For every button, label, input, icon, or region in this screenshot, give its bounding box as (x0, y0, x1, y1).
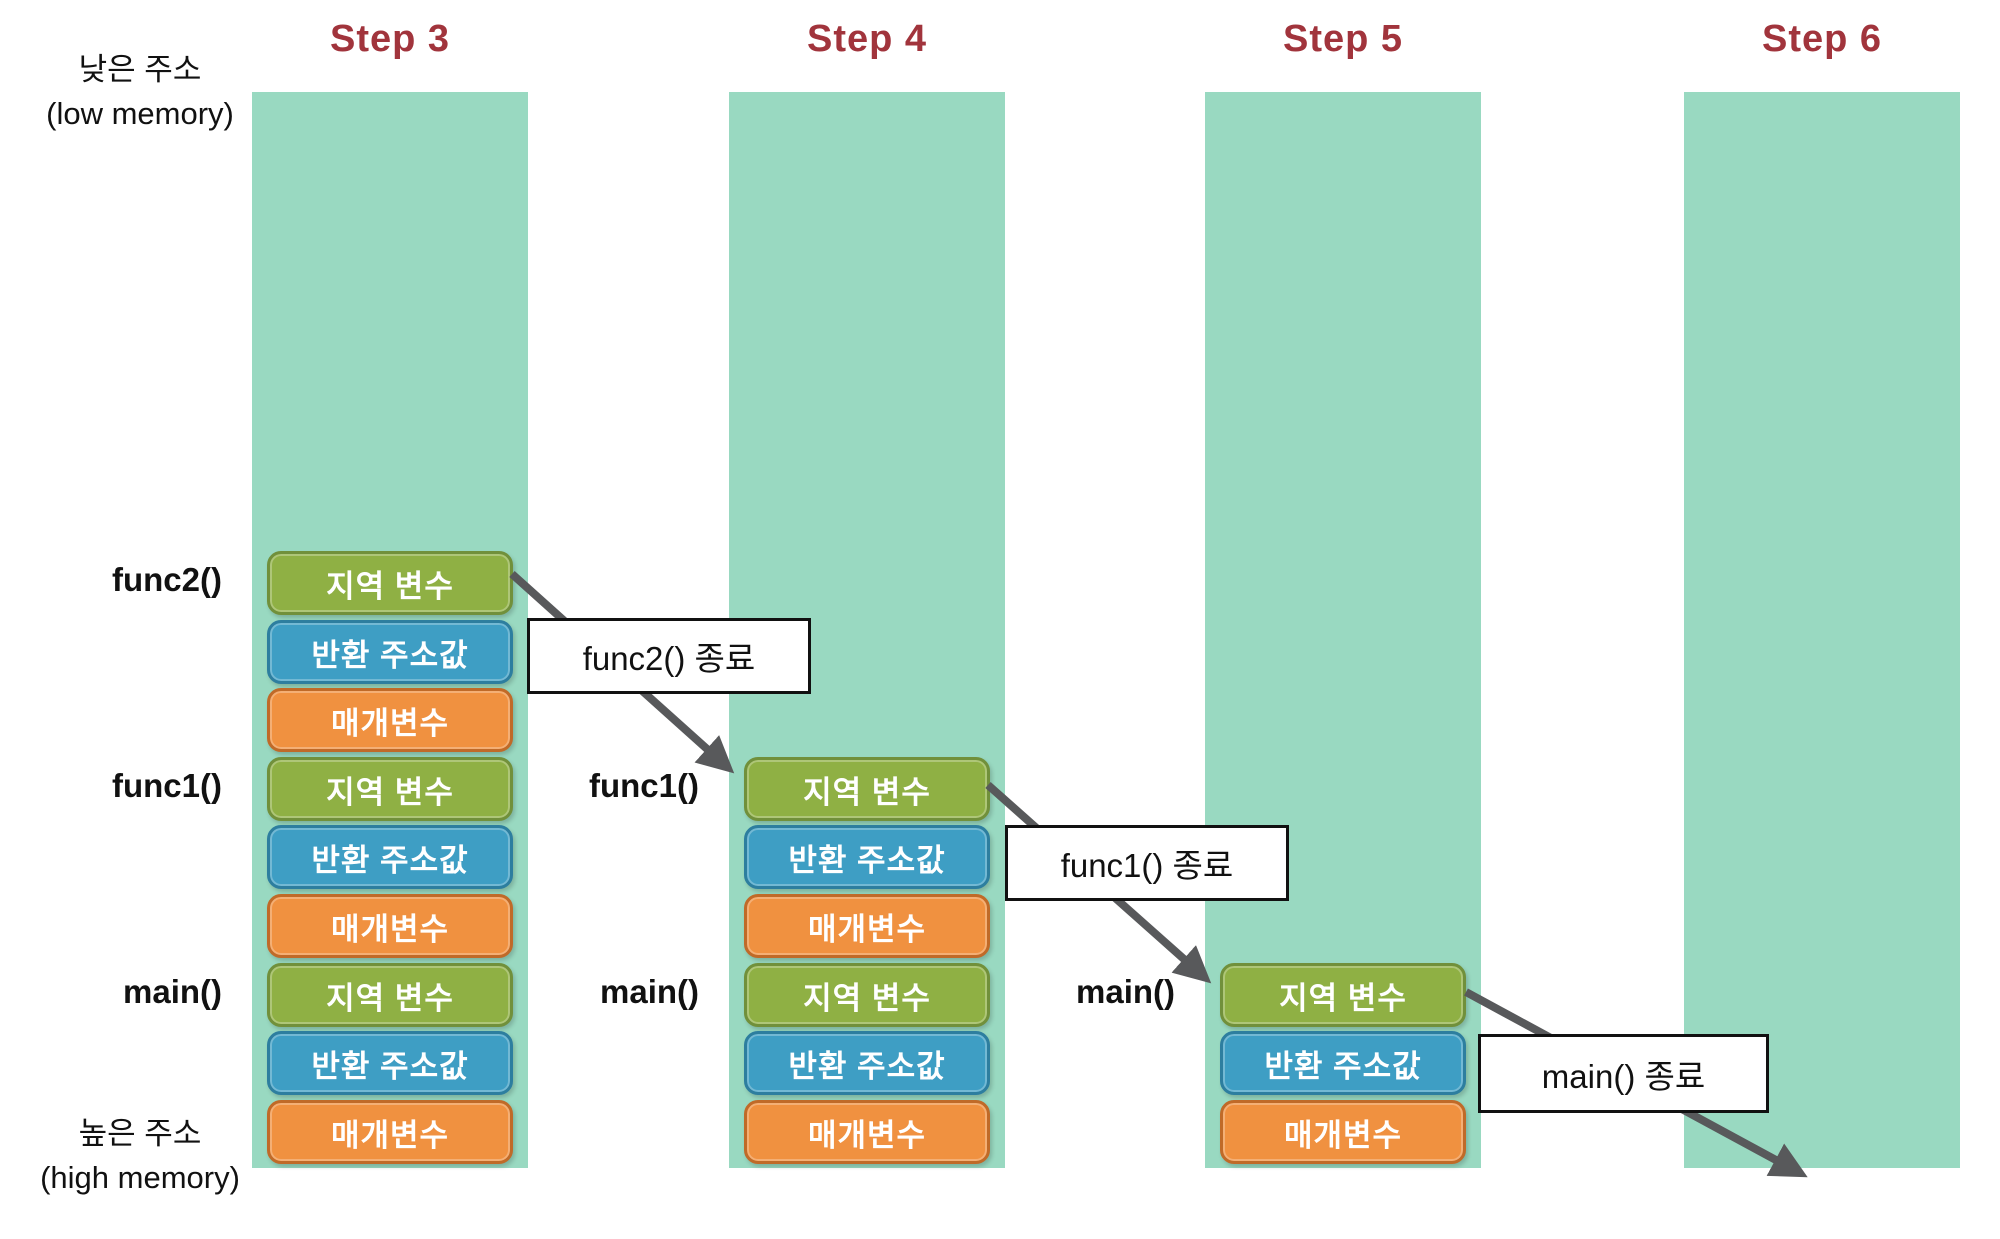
stack-box-return: 반환 주소값 (267, 825, 513, 889)
memory-label-high: 높은 주소 (high memory) (5, 1112, 275, 1200)
stack-box-return: 반환 주소값 (267, 620, 513, 684)
callout-func2-end-label: func2() 종료 (582, 640, 756, 677)
step-title: Step 4 (806, 18, 928, 60)
stack-box-local: 지역 변수 (744, 963, 990, 1027)
memory-label-high-korean: 높은 주소 (78, 1116, 202, 1151)
function-label: main() (600, 973, 699, 1010)
stack-box-param: 매개변수 (744, 1100, 990, 1164)
stack-memory-bar (1684, 92, 1960, 1168)
function-label: main() (123, 973, 222, 1010)
callout-main-end: main() 종료 (1478, 1034, 1769, 1113)
callout-func1-end: func1() 종료 (1005, 825, 1289, 901)
memory-label-low-korean: 낮은 주소 (78, 52, 202, 87)
stack-box-param: 매개변수 (267, 894, 513, 958)
stack-box-return: 반환 주소값 (744, 1031, 990, 1095)
stack-box-local: 지역 변수 (267, 757, 513, 821)
stack-box-return: 반환 주소값 (744, 825, 990, 889)
stack-box-local: 지역 변수 (267, 963, 513, 1027)
stack-box-local: 지역 변수 (1220, 963, 1466, 1027)
stack-box-return: 반환 주소값 (1220, 1031, 1466, 1095)
stack-box-local: 지역 변수 (744, 757, 990, 821)
stack-box-param: 매개변수 (267, 688, 513, 752)
memory-label-low: 낮은 주소 (low memory) (5, 48, 275, 136)
callout-main-end-label: main() 종료 (1541, 1057, 1706, 1095)
stack-box-param: 매개변수 (1220, 1100, 1466, 1164)
step-title: Step 6 (1761, 18, 1883, 60)
stack-box-param: 매개변수 (267, 1100, 513, 1164)
function-label: func1() (589, 767, 699, 804)
memory-label-low-english: (low memory) (46, 96, 234, 132)
callout-func1-end-label: func1() 종료 (1060, 847, 1234, 884)
stack-box-param: 매개변수 (744, 894, 990, 958)
function-label: main() (1076, 973, 1175, 1010)
function-label: func2() (112, 561, 222, 598)
step-title: Step 3 (329, 18, 451, 60)
function-label: func1() (112, 767, 222, 804)
callout-func2-end: func2() 종료 (527, 618, 811, 694)
stack-box-local: 지역 변수 (267, 551, 513, 615)
memory-label-high-english: (high memory) (40, 1160, 240, 1196)
step-title: Step 5 (1282, 18, 1404, 60)
stack-box-return: 반환 주소값 (267, 1031, 513, 1095)
